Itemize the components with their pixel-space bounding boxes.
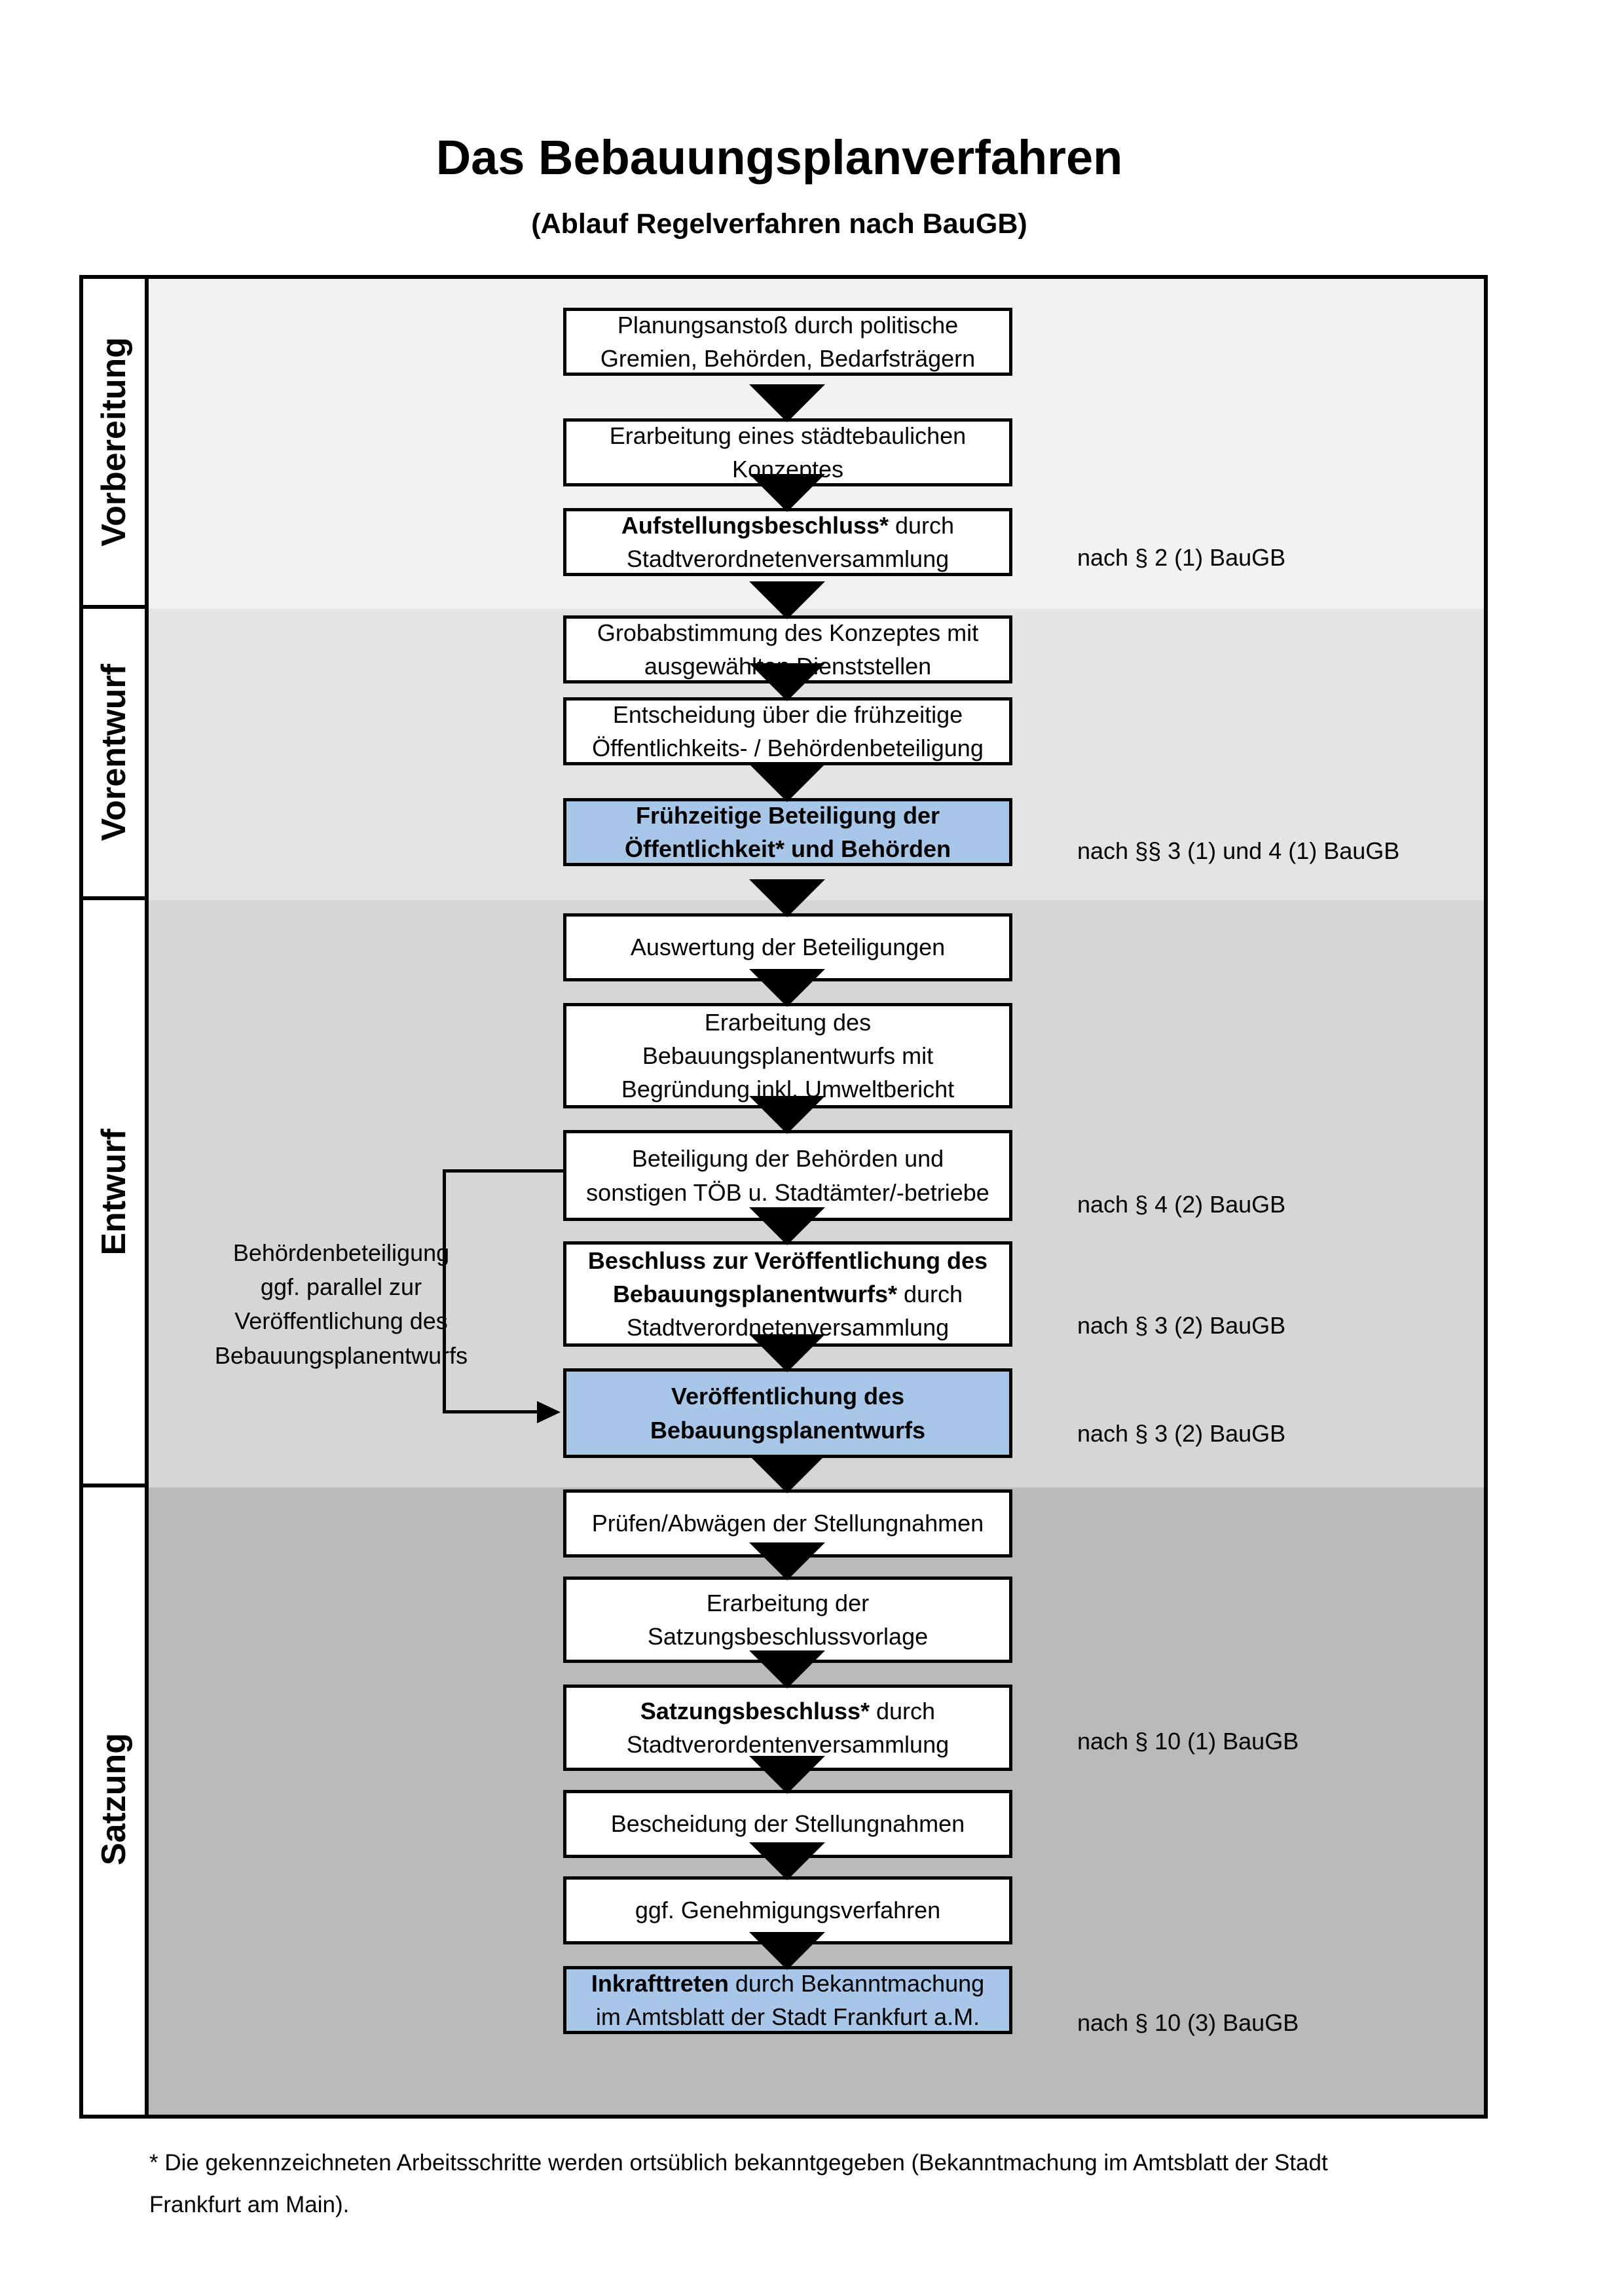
- flow-arrow-down: [749, 1334, 825, 1372]
- flow-box-fruehzeitige-beteiligung: Frühzeitige Beteiligung der Öffentlichke…: [563, 798, 1012, 866]
- flow-arrow-down: [749, 764, 825, 802]
- elbow-connector-bottom: [443, 1410, 538, 1413]
- law-ref-par3-2-a: nach § 3 (2) BauGB: [1077, 1312, 1286, 1339]
- flow-box-genehmigungsverfahren: ggf. Genehmigungsverfahren: [563, 1876, 1012, 1944]
- flow-arrow-down: [749, 1455, 825, 1493]
- flow-box-inkrafttreten: Inkrafttreten durch Bekanntmachung im Am…: [563, 1966, 1012, 2034]
- flow-arrow-down: [749, 474, 825, 512]
- phase-label-entwurf: Entwurf: [83, 900, 145, 1487]
- page-title: Das Bebauungsplanverfahren: [435, 130, 1123, 185]
- flow-box-satzungsbeschlussvorlage: Erarbeitung der Satzungsbeschlussvorlage: [563, 1576, 1012, 1663]
- elbow-connector-vertical: [443, 1169, 446, 1413]
- flow-box-planungsanstoss: Planungsanstoß durch politische Gremien,…: [563, 308, 1012, 376]
- flow-arrow-down: [749, 663, 825, 701]
- flow-arrow-down: [749, 879, 825, 917]
- flow-arrow-down: [749, 969, 825, 1007]
- law-ref-par4-2: nach § 4 (2) BauGB: [1077, 1191, 1286, 1218]
- phase-label-vorbereitung: Vorbereitung: [83, 279, 145, 609]
- flow-arrow-down: [749, 1650, 825, 1688]
- elbow-connector-top: [443, 1169, 563, 1173]
- law-ref-par2-1: nach § 2 (1) BauGB: [1077, 544, 1286, 571]
- flow-arrow-down: [749, 384, 825, 422]
- flow-box-entscheidung-beteiligung: Entscheidung über die frühzeitige Öffent…: [563, 697, 1012, 765]
- flow-arrow-down: [749, 1207, 825, 1245]
- phase-label-satzung: Satzung: [83, 1487, 145, 2111]
- phase-label-column: Vorbereitung Vorentwurf Entwurf Satzung: [83, 279, 149, 2115]
- flow-box-veroeffentlichung: Veröffentlichung des Bebauungsplanentwur…: [563, 1368, 1012, 1458]
- flow-arrow-down: [749, 581, 825, 619]
- law-ref-par3-1-4-1: nach §§ 3 (1) und 4 (1) BauGB: [1077, 837, 1400, 864]
- flow-arrow-down: [749, 1842, 825, 1880]
- flow-arrow-down: [749, 1096, 825, 1134]
- flow-arrow-down: [749, 1542, 825, 1580]
- flow-arrow-down: [749, 1756, 825, 1794]
- flow-arrow-down: [749, 1932, 825, 1970]
- diagram-frame: [79, 275, 1488, 2119]
- law-ref-par10-1: nach § 10 (1) BauGB: [1077, 1728, 1299, 1755]
- elbow-arrowhead-icon: [537, 1401, 561, 1423]
- phase-label-vorentwurf: Vorentwurf: [83, 609, 145, 900]
- flow-box-aufstellungsbeschluss: Aufstellungsbeschluss* durch Stadtverord…: [563, 508, 1012, 576]
- law-ref-par3-2-b: nach § 3 (2) BauGB: [1077, 1420, 1286, 1447]
- law-ref-par10-3: nach § 10 (3) BauGB: [1077, 2009, 1299, 2036]
- flow-box-erarbeitung-entwurf: Erarbeitung des Bebauungsplanentwurfs mi…: [563, 1003, 1012, 1108]
- footnote: * Die gekennzeichneten Arbeitsschritte w…: [149, 2150, 1328, 2217]
- page-subtitle: (Ablauf Regelverfahren nach BauGB): [531, 208, 1027, 240]
- side-note-behoerdenbeteiligung: Behördenbeteiligung ggf. parallel zur Ve…: [214, 1239, 468, 1369]
- flow-box-beschluss-veroeffentlichung: Beschluss zur Veröffentlichung des Bebau…: [563, 1241, 1012, 1347]
